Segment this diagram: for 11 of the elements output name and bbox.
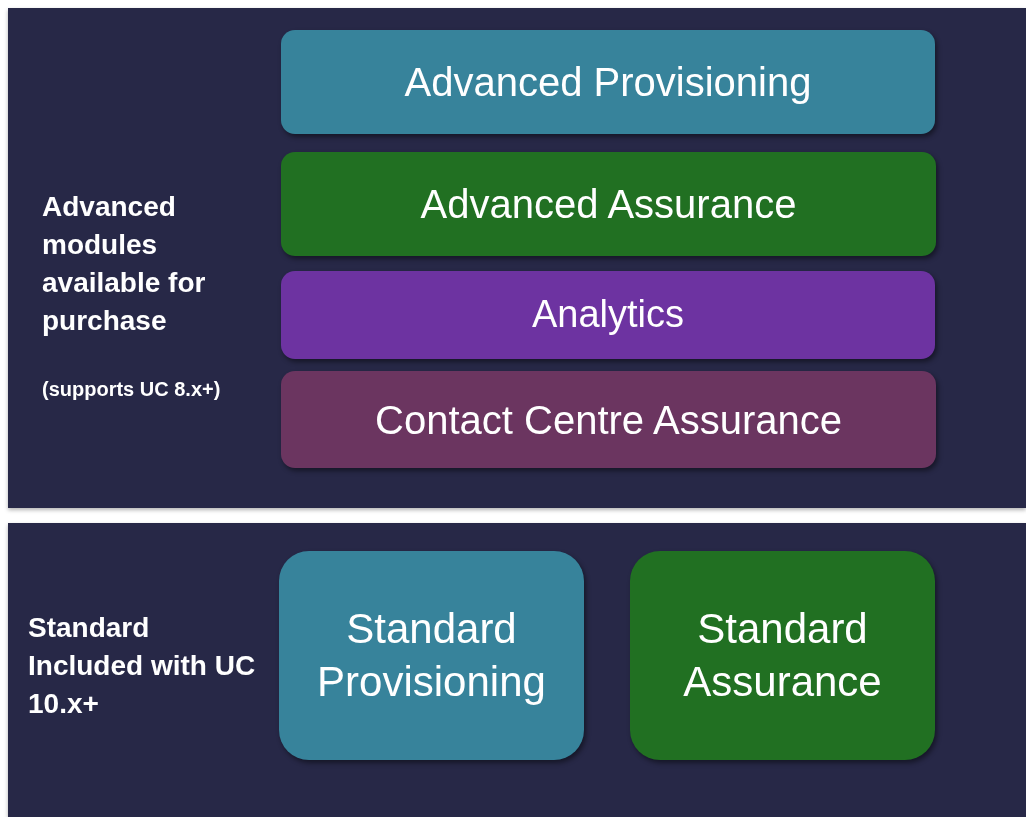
panel-heading: Advanced modules available for purchase: [42, 190, 207, 338]
panel-background: [8, 8, 1026, 508]
panel-note: (supports UC 8.x+): [42, 378, 221, 401]
module-box: Advanced Assurance: [281, 152, 936, 256]
panel-background: [8, 523, 1026, 817]
module-box: Standard Assurance: [630, 551, 935, 760]
module-box: Contact Centre Assurance: [281, 371, 936, 468]
module-box: Advanced Provisioning: [281, 30, 935, 134]
module-box: Analytics: [281, 271, 935, 359]
panel-heading: Standard Included with UC 10.x+: [28, 611, 257, 721]
module-box: Standard Provisioning: [279, 551, 584, 760]
